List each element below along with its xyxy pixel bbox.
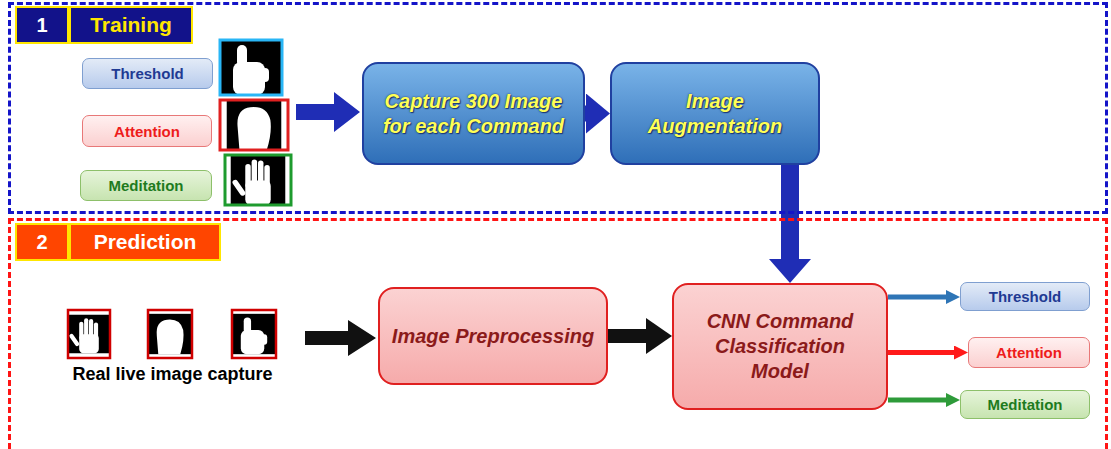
- flow-arrow: [888, 295, 946, 300]
- image-frame: [225, 155, 291, 205]
- box-text: Image Preprocessing: [392, 324, 594, 349]
- image-frame: [232, 310, 276, 358]
- section-number: 2: [15, 223, 69, 261]
- image-frame: [148, 310, 192, 358]
- box-text: Attention: [114, 123, 180, 140]
- flow-arrow: [585, 106, 586, 122]
- box-text: Threshold: [989, 288, 1062, 305]
- output-label: Threshold: [960, 282, 1090, 311]
- flow-arrow: [305, 320, 376, 356]
- box-text: Attention: [996, 344, 1062, 361]
- process-box: Capture 300 Image for each Command: [362, 62, 585, 165]
- box-text: Image Augmentation: [622, 89, 808, 139]
- process-box: Image Preprocessing: [378, 287, 608, 385]
- hand-image: [68, 315, 110, 354]
- process-box: Image Augmentation: [610, 62, 820, 165]
- box-text: Threshold: [111, 65, 184, 82]
- training-region: 1TrainingThresholdAttentionMeditation Cap…: [8, 2, 1108, 214]
- output-label: Meditation: [960, 390, 1090, 419]
- hand-image: [148, 314, 192, 354]
- flow-arrow: [888, 398, 946, 403]
- command-label: Threshold: [82, 58, 213, 89]
- flow-arrow: [296, 92, 360, 132]
- image-frame: [220, 40, 282, 95]
- section-title: Training: [69, 6, 193, 44]
- box-text: Meditation: [109, 177, 184, 194]
- output-label: Attention: [968, 337, 1090, 368]
- box-text: CNN Command Classification Model: [684, 309, 876, 384]
- hand-image: [227, 100, 282, 150]
- box-text: Meditation: [988, 396, 1063, 413]
- flow-arrow: [608, 329, 646, 343]
- flow-arrow: [888, 350, 954, 355]
- image-frame: [68, 310, 110, 358]
- prediction-region: 2PredictionImage Preprocessing CNN Comman…: [8, 218, 1108, 449]
- box-text: Capture 300 Image for each Command: [374, 89, 573, 139]
- section-title: Prediction: [69, 223, 221, 261]
- section-number: 1: [15, 6, 69, 44]
- process-box: CNN Command Classification Model: [672, 283, 888, 410]
- hand-image: [231, 155, 286, 205]
- hand-image: [232, 314, 276, 354]
- command-label: Meditation: [80, 170, 212, 201]
- image-frame: [220, 100, 288, 150]
- image-caption: Real live image capture: [30, 364, 315, 385]
- command-label: Attention: [82, 115, 212, 147]
- hand-image: [221, 40, 281, 95]
